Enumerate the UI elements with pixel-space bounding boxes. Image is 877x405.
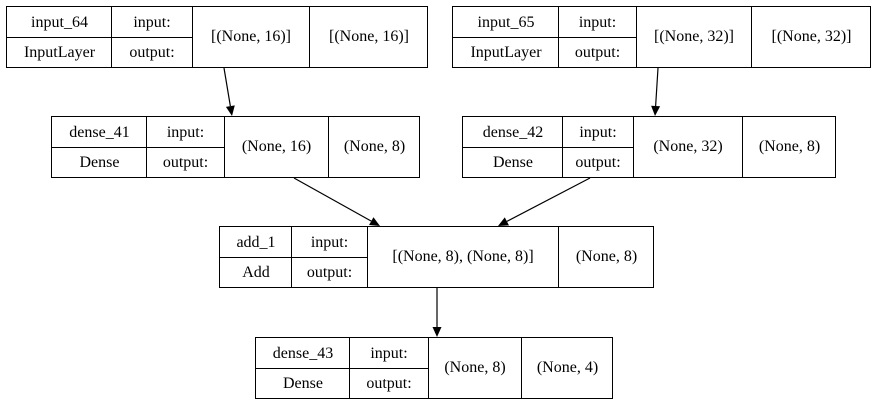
- input-shape: (None, 8): [428, 338, 521, 398]
- arrowhead-icon: [498, 217, 509, 226]
- layer-type: Dense: [256, 368, 350, 399]
- layer-type: InputLayer: [453, 37, 559, 68]
- layer-type: Dense: [463, 147, 563, 178]
- input-label: input:: [111, 7, 192, 38]
- layer-type: Add: [220, 257, 292, 288]
- arrowhead-icon: [369, 217, 380, 226]
- layer-name: dense_42: [482, 123, 544, 141]
- output-shape: (None, 8): [558, 227, 654, 287]
- arrowhead-icon: [651, 105, 661, 116]
- layer-name: dense_41: [69, 123, 130, 141]
- output-label: output:: [562, 147, 633, 178]
- output-shape: (None, 4): [521, 338, 613, 398]
- input-shape: (None, 16): [224, 117, 328, 177]
- edge-input-64-to-dense-41: [223, 67, 235, 116]
- input-shape: [(None, 16)]: [192, 7, 309, 67]
- edge-dense-41-to-add-1: [293, 177, 380, 226]
- output-shape: (None, 8): [328, 117, 420, 177]
- layer-name: input_65: [477, 13, 535, 31]
- edge-input-65-to-dense-42: [651, 67, 661, 116]
- input-label: input:: [291, 227, 367, 258]
- edge-dense-42-to-add-1: [498, 177, 591, 226]
- output-shape: [(None, 32)]: [751, 7, 871, 67]
- arrowhead-icon: [432, 327, 442, 337]
- layer-type: InputLayer: [7, 37, 112, 68]
- edge-line: [223, 67, 231, 107]
- input-shape: [(None, 32)]: [636, 7, 751, 67]
- edge-line: [655, 67, 659, 107]
- edge-line: [506, 177, 591, 222]
- input-label: input:: [562, 117, 633, 148]
- input-label: input:: [558, 7, 636, 38]
- output-label: output:: [349, 368, 428, 399]
- input-label: input:: [349, 338, 428, 369]
- edge-add-1-to-dense-43: [432, 288, 442, 337]
- input-shape: [(None, 8), (None, 8)]: [367, 227, 558, 287]
- output-label: output:: [291, 257, 367, 288]
- layer-name: input_64: [31, 13, 88, 31]
- output-label: output:: [558, 37, 636, 68]
- arrowhead-icon: [225, 105, 235, 116]
- output-label: output:: [111, 37, 192, 68]
- layer-name: add_1: [236, 233, 276, 251]
- output-label: output:: [146, 147, 224, 178]
- layer-type: Dense: [52, 147, 147, 178]
- input-label: input:: [146, 117, 224, 148]
- output-shape: [(None, 16)]: [309, 7, 428, 67]
- layer-name: dense_43: [272, 344, 334, 362]
- edge-line: [293, 177, 372, 222]
- input-shape: (None, 32): [633, 117, 742, 177]
- output-shape: (None, 8): [742, 117, 836, 177]
